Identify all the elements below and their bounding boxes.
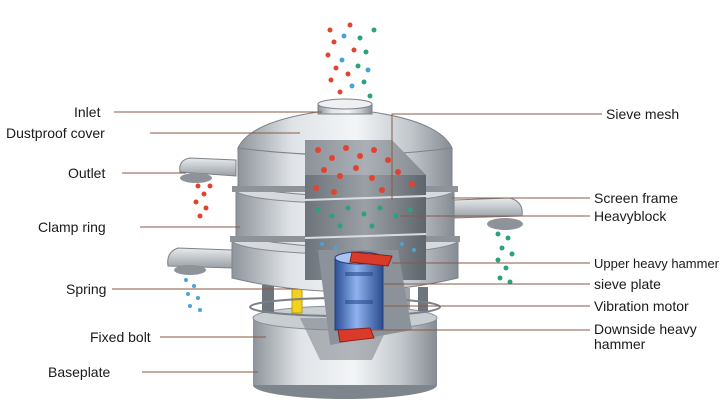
label-dustproof-cover: Dustproof cover xyxy=(6,125,105,141)
label-upper-heavy-hammer: Upper heavy hammer xyxy=(594,256,719,271)
label-downside-heavy-hammer: Downside heavy hammer xyxy=(594,321,697,352)
label-sieve-plate: sieve plate xyxy=(594,276,661,292)
label-heavyblock: Heavyblock xyxy=(594,208,667,224)
outlet-chutes xyxy=(167,157,523,275)
leader-lines xyxy=(112,111,602,373)
label-inlet: Inlet xyxy=(74,104,101,120)
label-clamp-ring: Clamp ring xyxy=(38,219,106,235)
label-sieve-mesh: Sieve mesh xyxy=(606,106,680,122)
label-outlet: Outlet xyxy=(68,165,106,181)
particles xyxy=(184,22,515,312)
label-baseplate: Baseplate xyxy=(48,364,111,380)
label-spring: Spring xyxy=(66,281,107,297)
label-fixed-bolt: Fixed bolt xyxy=(90,329,151,345)
label-vibration-motor: Vibration motor xyxy=(594,298,689,314)
label-screen-frame: Screen frame xyxy=(594,190,679,206)
downside-heavy-hammer xyxy=(337,327,375,343)
vibration-motor xyxy=(334,251,393,343)
leader-sieve-mesh xyxy=(391,113,602,200)
upper-heavy-hammer xyxy=(349,251,393,267)
